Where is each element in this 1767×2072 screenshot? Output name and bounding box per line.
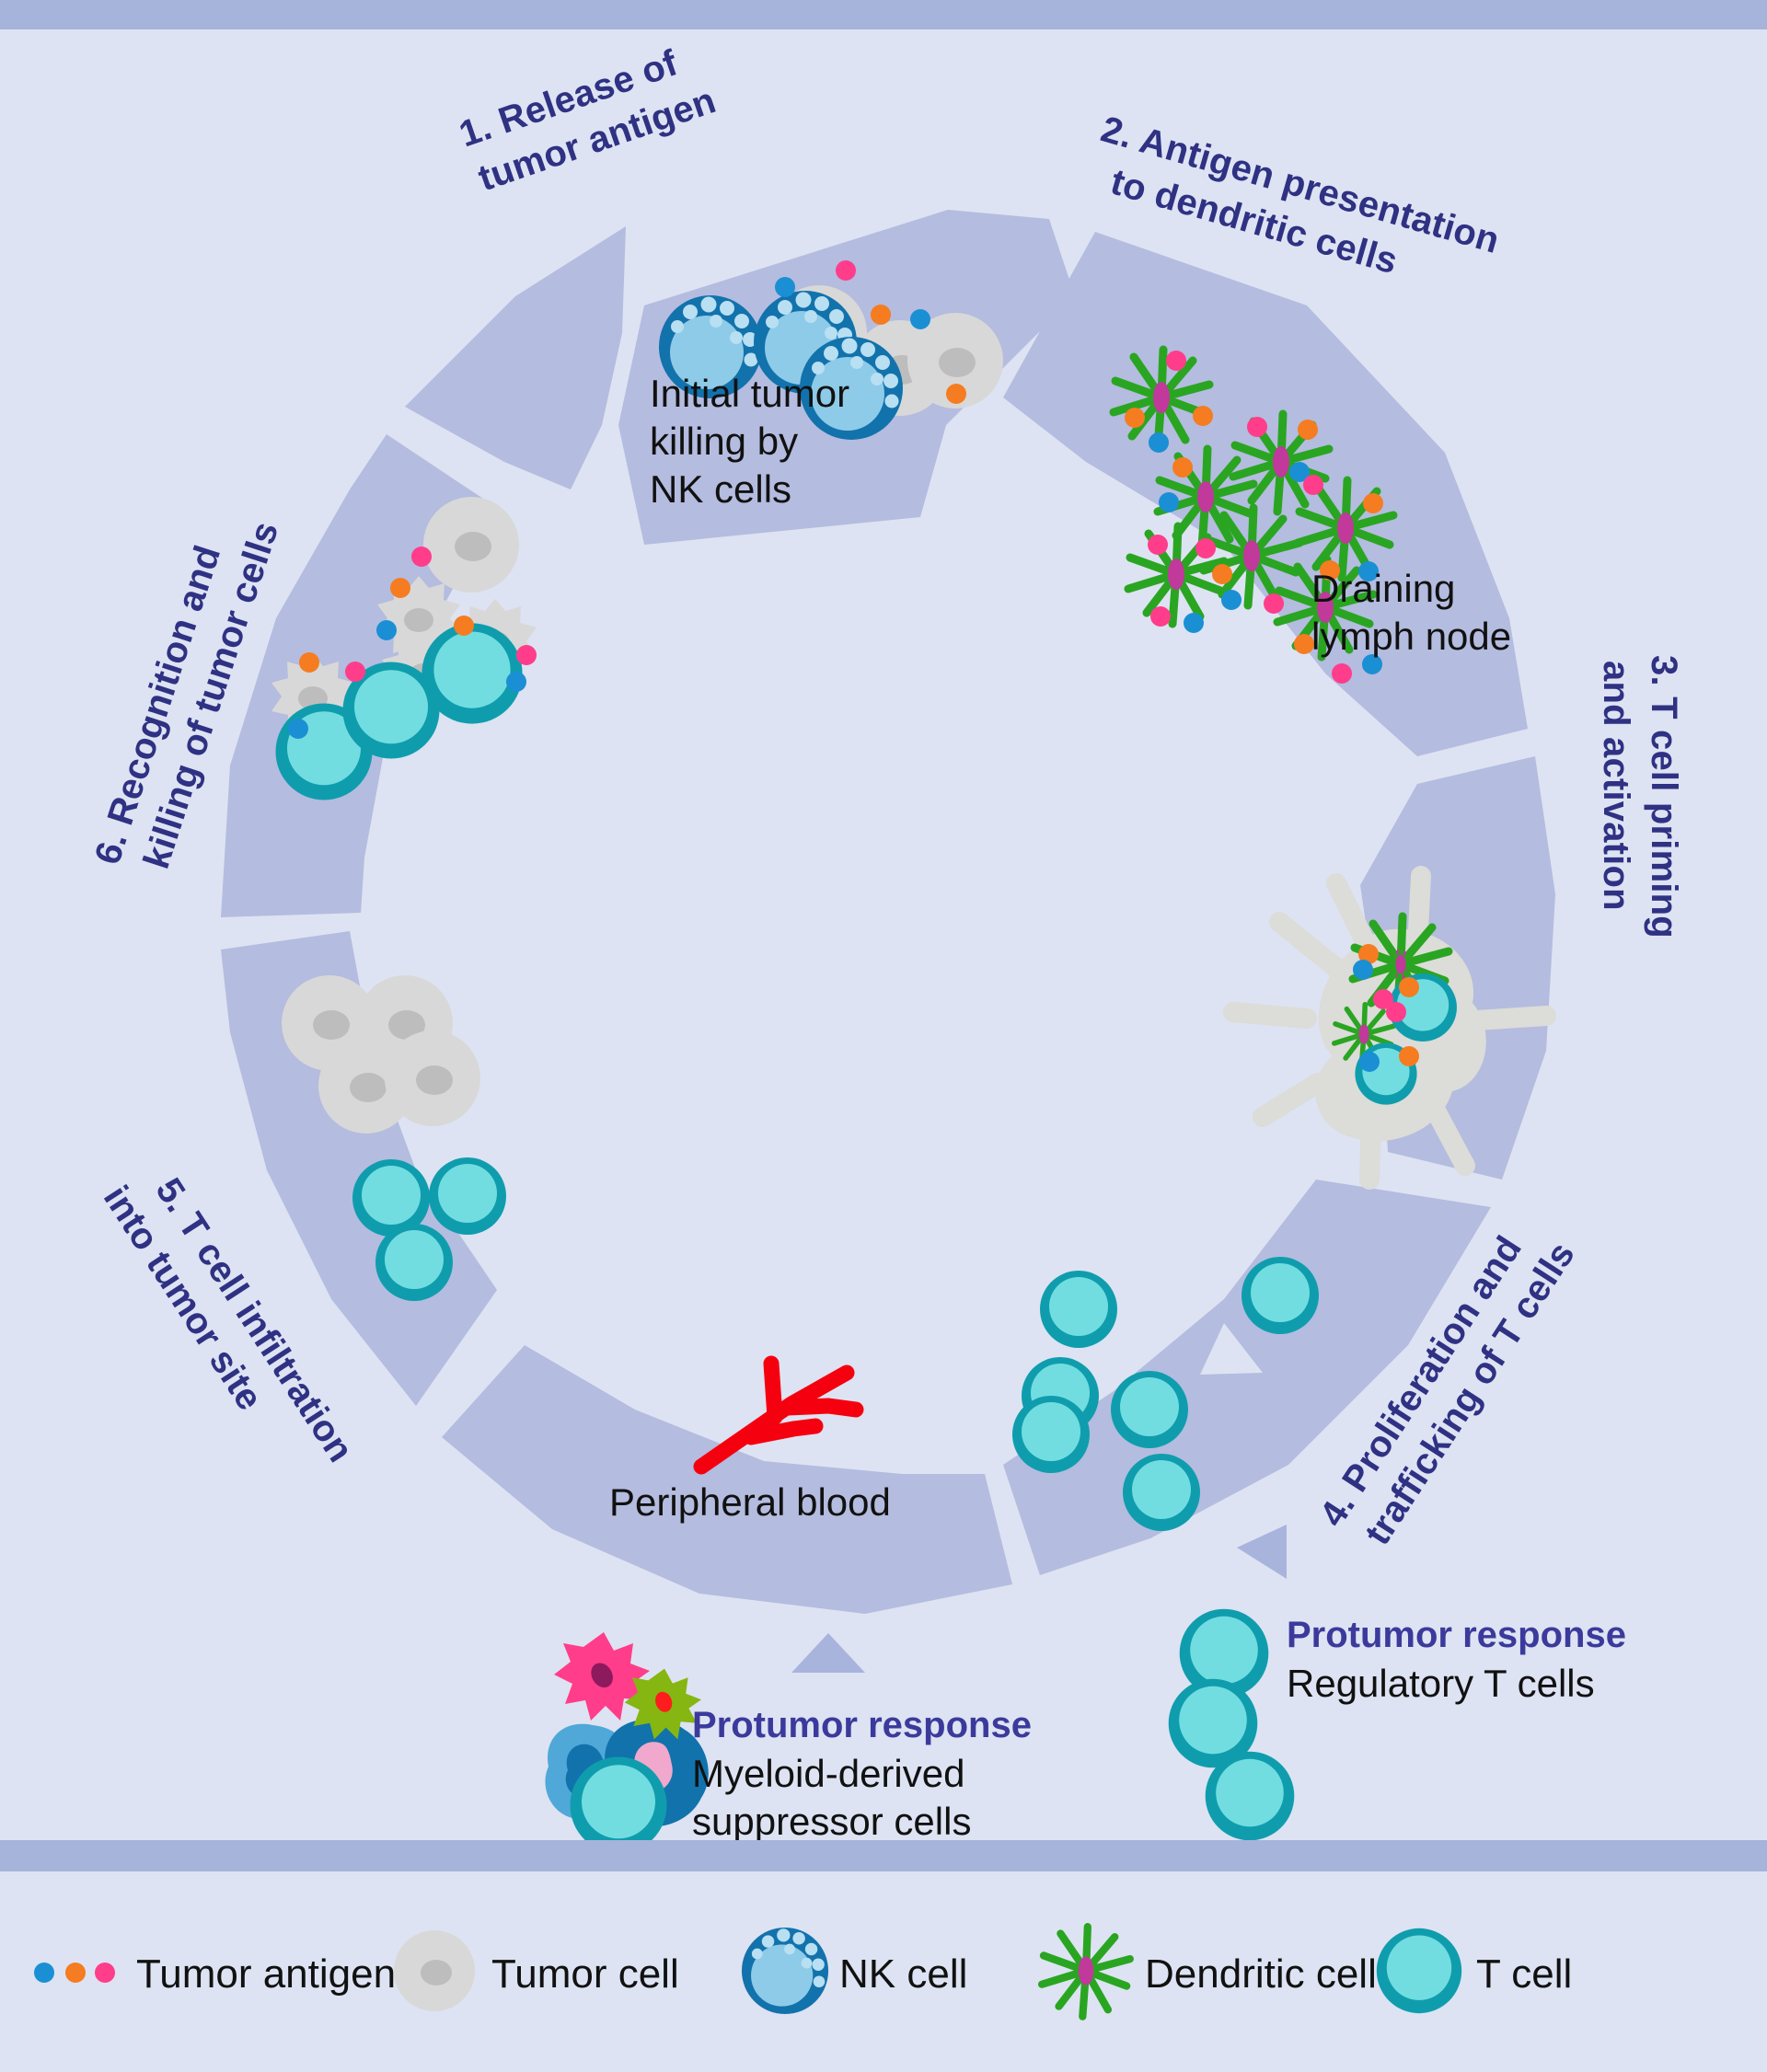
lymph-node-label-line2: lymph node [1311,615,1511,658]
dendritic-cell-icon [1042,1927,1130,2017]
legend-label-t-cell: T cell [1476,1951,1572,1997]
ring-segment-8[interactable] [405,226,626,489]
legend-item-t-cell[interactable]: T cell [1376,1928,1573,2014]
legend: Tumor antigen Tumor cell NK cell Dendrit… [0,1871,1767,2072]
top-accent-bar [0,0,1767,29]
legend-label-tumor-cell: Tumor cell [491,1951,679,1997]
divider-accent-bar [0,1840,1767,1871]
draining-lymph-node [1223,866,1556,1190]
protumor-mdsc-heading: Protumor response [692,1705,1032,1745]
legend-label-tumor-antigen: Tumor antigen [136,1951,396,1997]
flow-arrow-bottom [791,1633,865,1673]
t-cell-icon [1376,1928,1462,2014]
nk-cell-icon [741,1927,829,2015]
nk-killing-label-line2: killing by [650,420,798,463]
legend-label-dendritic-cell: Dendritic cell [1145,1951,1377,1997]
flow-arrow-inner [1200,1323,1263,1375]
peripheral-blood-vessel [693,1355,864,1475]
cancer-immunity-cycle: Initial tumor killing by NK cells [0,29,1767,1840]
legend-label-nk-cell: NK cell [839,1951,967,1997]
protumor-mdsc-line2: suppressor cells [692,1800,971,1840]
legend-item-tumor-cell[interactable]: Tumor cell [394,1930,679,2011]
legend-item-dendritic-cell[interactable]: Dendritic cell [1042,1927,1377,2017]
peripheral-blood-label: Peripheral blood [609,1480,891,1524]
nk-killing-label-line3: NK cells [650,467,791,511]
legend-item-nk-cell[interactable]: NK cell [741,1927,967,2015]
flow-arrow-right [1237,1525,1287,1579]
svg-text:and activation: and activation [1596,661,1636,911]
svg-text:3. T cell priming: 3. T cell priming [1644,655,1684,938]
protumor-mdsc-illustration [545,1632,709,1840]
nk-killing-label-line1: Initial tumor [650,372,849,415]
protumor-treg-heading: Protumor response [1287,1615,1626,1655]
ring-segment-4[interactable] [1003,1180,1491,1575]
lymph-node-label-line1: Draining [1311,567,1455,610]
tumor-cell-icon [394,1930,475,2011]
protumor-treg-illustration [1168,1608,1295,1840]
step-label-3: 3. T cell priming and activation [1596,655,1684,938]
step-label-1: 1. Release of tumor antigen [455,42,722,199]
ring-inner-hub [523,552,1244,1273]
ring-segment-5[interactable] [442,1345,1012,1614]
tumor-antigen-dots-icon [34,1963,115,1983]
legend-item-tumor-antigen[interactable]: Tumor antigen [34,1951,396,1997]
protumor-mdsc-line1: Myeloid-derived [692,1752,964,1795]
protumor-treg-line1: Regulatory T cells [1287,1662,1595,1705]
